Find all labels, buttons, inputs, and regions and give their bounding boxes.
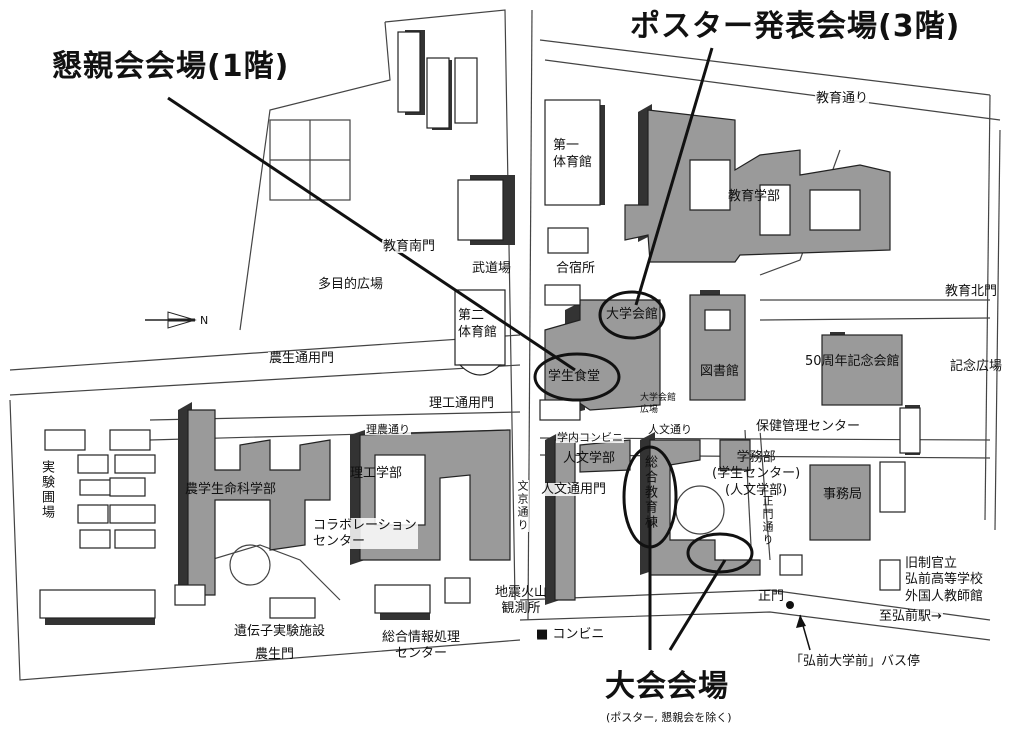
label-jinbun-gakubu: 人文学部 [563,451,616,466]
label-tamokuteki-hiroba: 多目的広場 [318,277,384,292]
label-kyoiku-minamimon: 教育南門 [382,239,437,254]
label-toshokan: 図書館 [700,364,740,379]
label-seimon-dori: 正門通り [761,495,774,547]
label-jinbun-tsuyomon: 人文通用門 [540,482,608,497]
label-kinen-hiroba: 記念広場 [950,359,1003,374]
label-nosei-tsuyomon: 農生通用門 [268,351,336,366]
konshinkai-callout: 懇親会会場(1階) [52,49,290,84]
label-bunkyo-dori: 文京通り [516,480,529,532]
label-nosei-gakubu: 農学生命科学部 [185,482,277,497]
callout-marks [167,47,811,651]
label-gakumubu: 学務部 (学生センター) (人文学部) [712,450,801,498]
label-kyoiku-dori: 教育通り [815,91,870,106]
label-idenshi: 遺伝子実験施設 [234,624,326,639]
label-jimukyoku: 事務局 [823,487,863,502]
label-daigaku-kaikan-hiroba: 大学会館 広場 [640,393,677,415]
label-kyoiku-gakubu: 教育学部 [728,189,781,204]
label-rino-dori: 理農通り [365,423,411,436]
taikai-callout: 大会会場 [605,669,729,704]
label-dai2-taiikukan: 第二 体育館 [458,308,498,340]
label-jishin: 地震火山 観測所 [495,585,548,617]
poster-callout: ポスター発表会場(3階) [630,9,961,44]
label-konbini: ■ コンビニ [536,627,605,642]
label-gakusei-shokudo: 学生食堂 [548,369,601,384]
label-collab: コラボレーション センター [312,518,418,550]
label-kyoiku-kitamon: 教育北門 [945,284,998,299]
label-hoken-kanri: 保健管理センター [755,419,862,434]
label-sogo-kyoikuto: 総合教育棟 [642,455,657,530]
label-riko-gakubu: 理工学部 [350,466,403,481]
label-seimon: 正門 [758,589,785,604]
north-label: N [200,314,209,327]
taikai-note: (ポスター, 懇親会を除く) [606,711,732,724]
label-noseimon: 農生門 [255,647,295,662]
label-sogo-joho: 総合情報処理 センター [382,630,461,662]
north-arrow [145,311,197,329]
label-to-hirosaki: 至弘前駅→ [878,609,943,624]
label-kyusei: 旧制官立 弘前高等学校 外国人教師館 [905,556,984,604]
label-jinbun-dori: 人文通り [648,423,692,436]
label-kinenkaikan-50: 50周年記念会館 [805,354,900,369]
label-budojo: 武道場 [472,261,512,276]
label-dai1-taiikukan: 第一 体育館 [553,138,593,170]
label-riko-tsuyomon: 理工通用門 [428,396,496,411]
buildings [39,30,921,625]
label-gasshukujo: 合宿所 [556,261,596,276]
label-jikken-enjo: 実験圃場 [39,460,54,520]
label-gakunai-konbini: 学内コンビニ [556,431,624,444]
label-bus-stop: 「弘前大学前」バス停 [790,654,921,669]
label-daigaku-kaikan: 大学会館 [606,307,659,322]
